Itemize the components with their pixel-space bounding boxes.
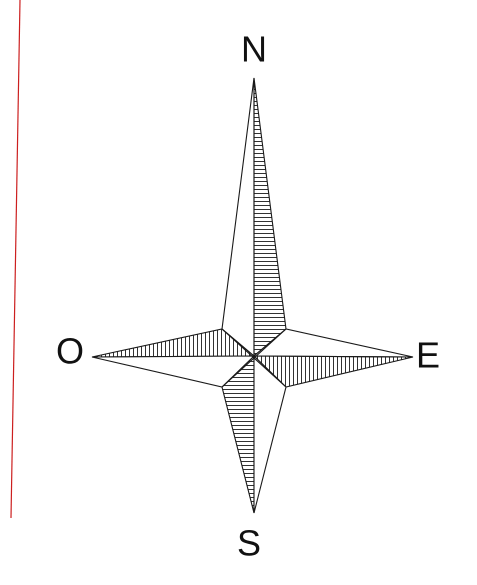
margin-line [11, 0, 20, 518]
west-label: O [56, 331, 84, 372]
compass-rose [92, 78, 413, 513]
north-label: N [241, 29, 267, 70]
north-point-left-half [222, 78, 254, 356]
north-point-right-half [254, 78, 286, 356]
east-label: E [416, 335, 440, 376]
south-label: S [237, 523, 261, 564]
